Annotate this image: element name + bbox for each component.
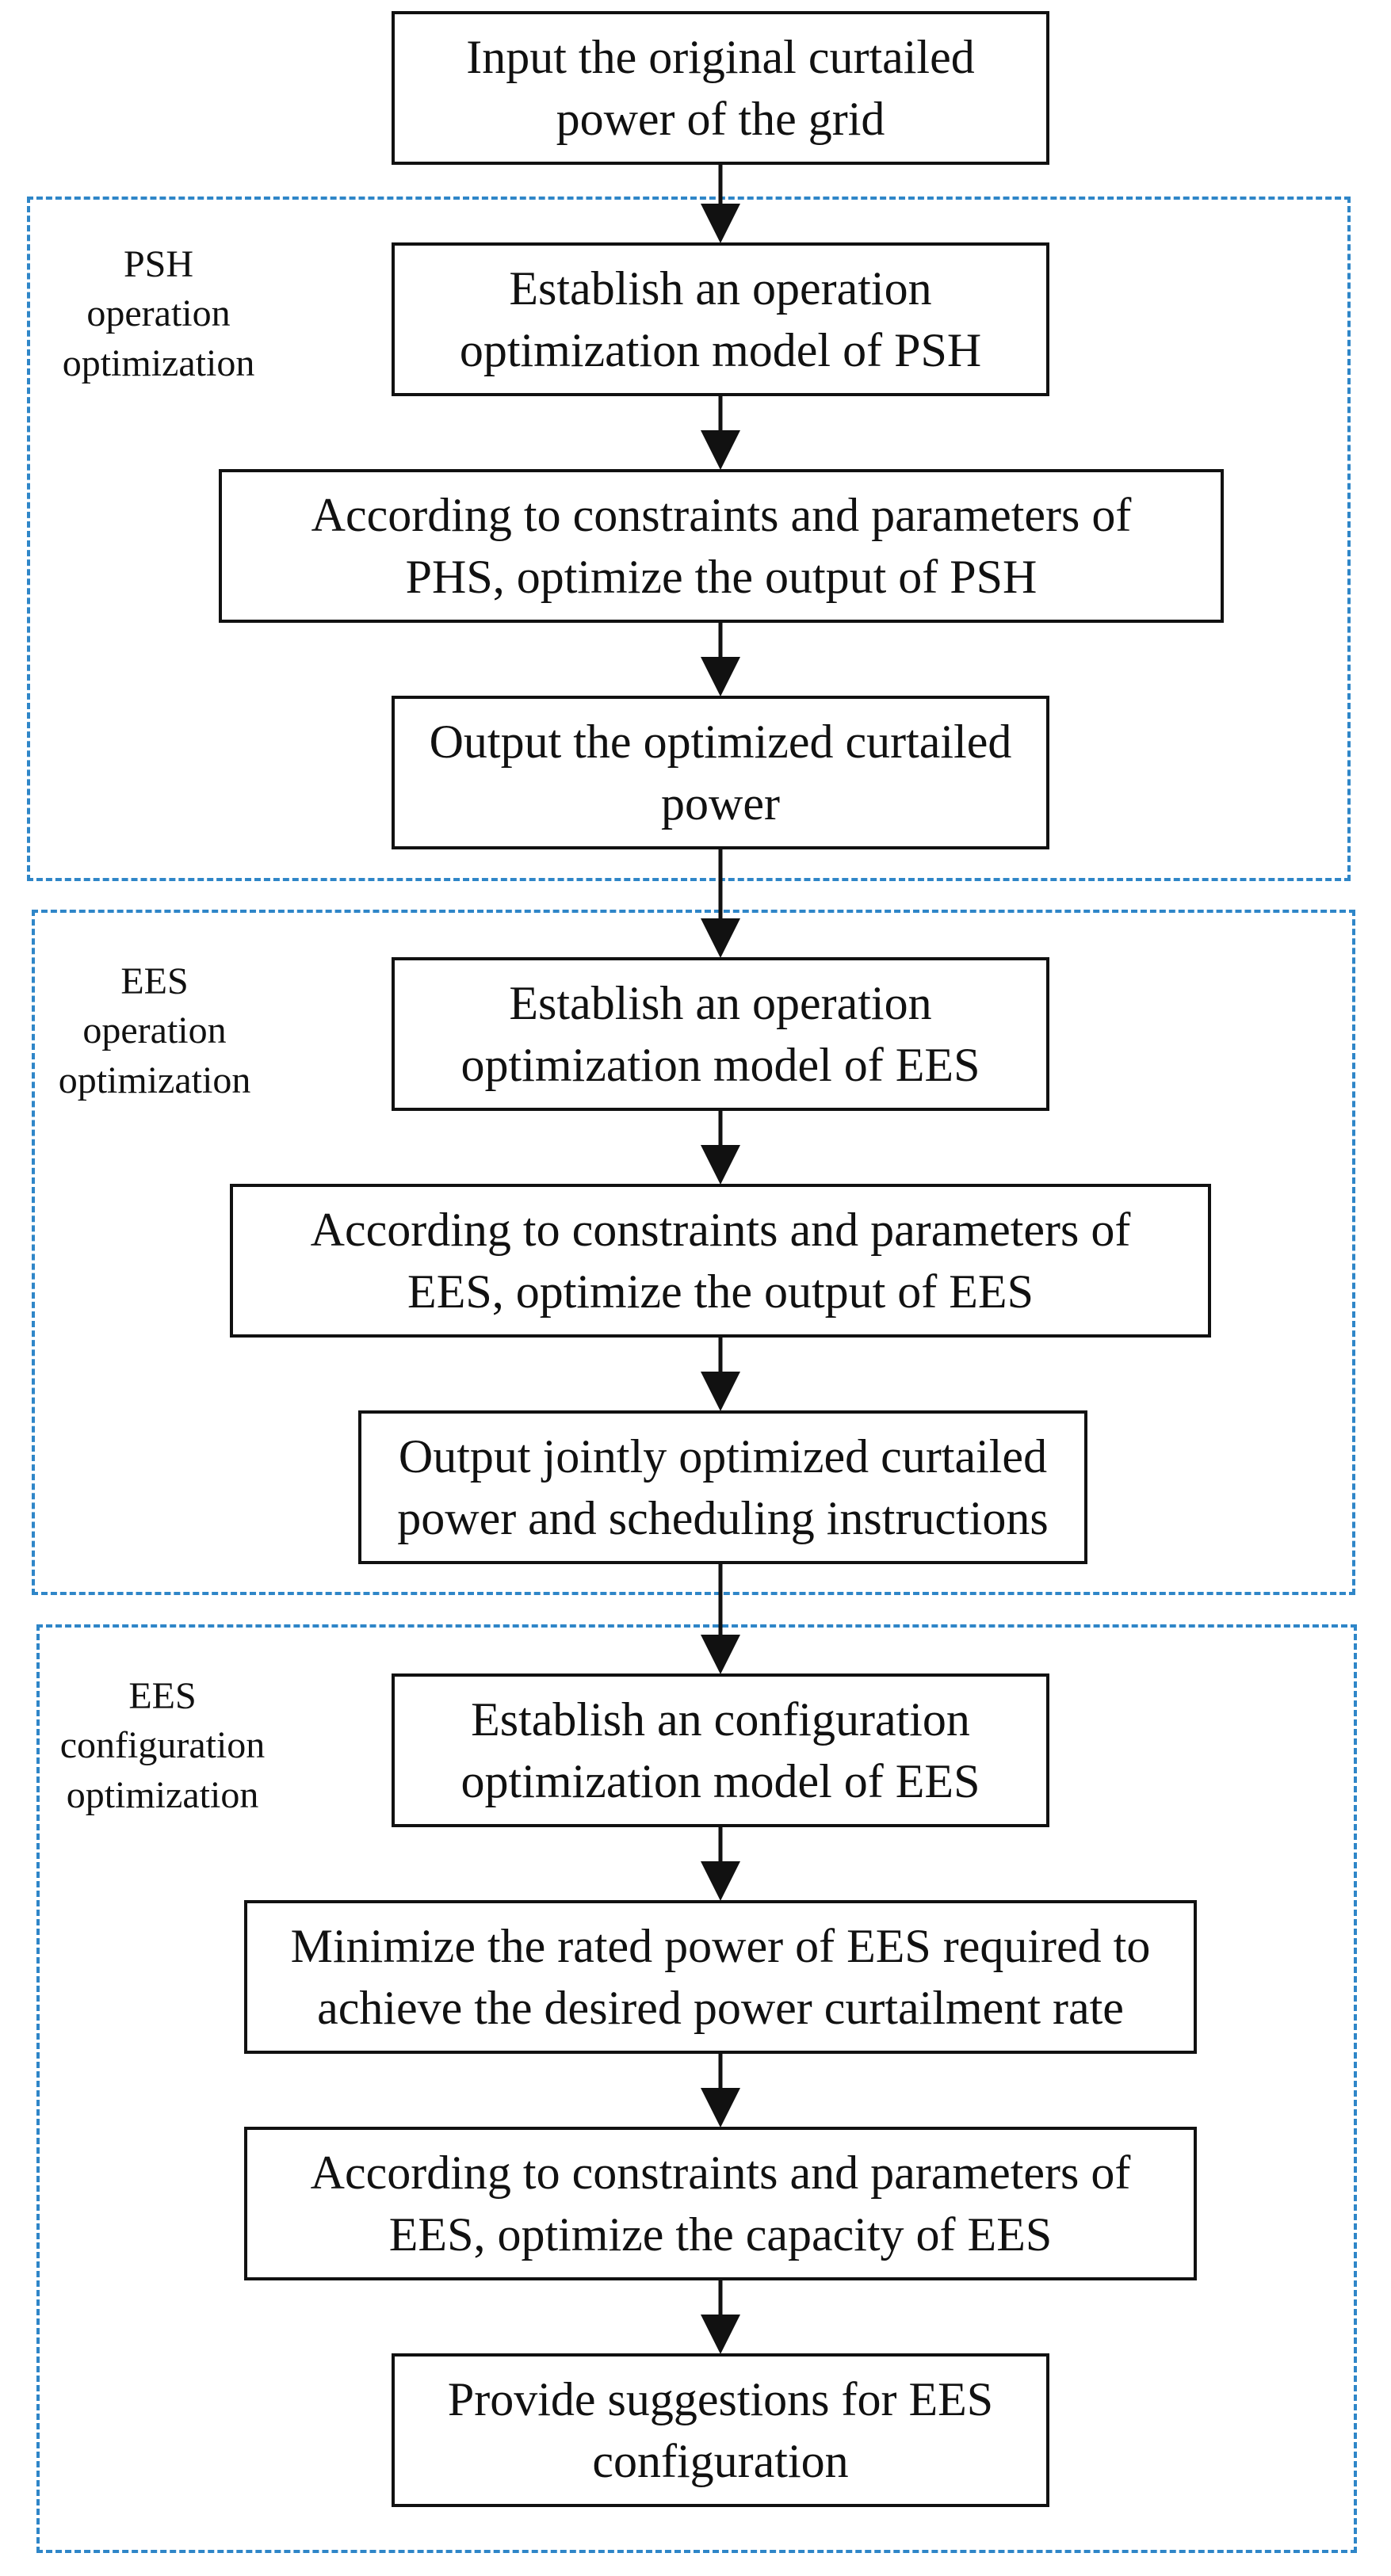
group-label-psh: PSH operation optimization — [62, 243, 255, 384]
group-ees-configuration-optimization — [36, 1624, 1357, 2553]
step-output-jointly-optimized: Output jointly optimized curtailed power… — [358, 1410, 1087, 1564]
step-text: Establish an operation optimization mode… — [460, 977, 980, 1091]
step-text: Output the optimized curtailed power — [429, 716, 1012, 830]
step-text: Provide suggestions for EES configuratio… — [447, 2373, 994, 2487]
step-optimize-ees-output: According to constraints and parameters … — [230, 1184, 1211, 1338]
step-text: Establish an operation optimization mode… — [459, 262, 982, 376]
step-text: Input the original curtailed power of th… — [466, 31, 975, 145]
step-optimize-ees-capacity: According to constraints and parameters … — [244, 2127, 1197, 2280]
group-psh-operation-optimization — [27, 197, 1351, 881]
group-ees-operation-optimization — [32, 910, 1355, 1595]
step-text: According to constraints and parameters … — [310, 2147, 1131, 2261]
step-input-curtailed-power: Input the original curtailed power of th… — [392, 11, 1049, 165]
step-text: Minimize the rated power of EES required… — [290, 1920, 1151, 2034]
step-establish-psh-model: Establish an operation optimization mode… — [392, 242, 1049, 396]
step-text: According to constraints and parameters … — [310, 1204, 1131, 1318]
step-establish-ees-configuration-model: Establish an configuration optimization … — [392, 1673, 1049, 1827]
step-text: Output jointly optimized curtailed power… — [397, 1430, 1049, 1544]
step-provide-suggestions: Provide suggestions for EES configuratio… — [392, 2353, 1049, 2507]
step-minimize-rated-power: Minimize the rated power of EES required… — [244, 1900, 1197, 2054]
step-text: According to constraints and parameters … — [311, 489, 1132, 603]
group-label-ees-operation: EES operation optimization — [58, 960, 251, 1101]
step-establish-ees-operation-model: Establish an operation optimization mode… — [392, 957, 1049, 1111]
step-text: Establish an configuration optimization … — [460, 1693, 980, 1807]
step-output-optimized-curtailed-power: Output the optimized curtailed power — [392, 696, 1049, 849]
step-optimize-psh-output: According to constraints and parameters … — [219, 469, 1224, 623]
group-label-ees-configuration: EES configuration optimization — [59, 1675, 266, 1816]
